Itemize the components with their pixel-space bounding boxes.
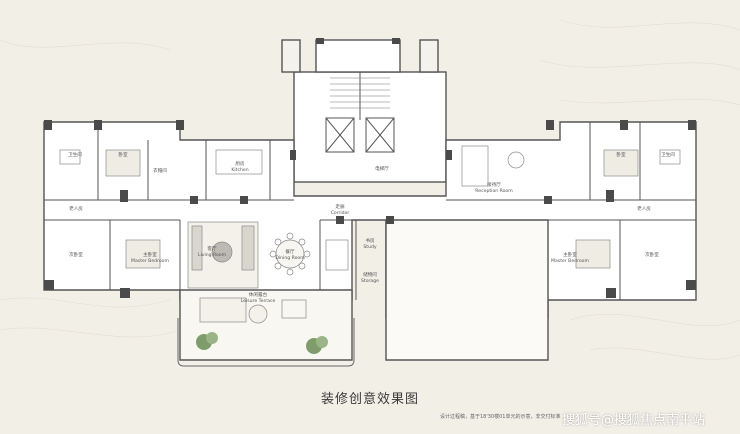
label-corridor: 走廊 <box>335 203 345 210</box>
label-living-en: Living Room <box>198 252 227 258</box>
label-corridor-en: Corridor <box>331 210 350 216</box>
label-living: 客厅 <box>207 245 217 252</box>
structural-columns <box>44 38 696 298</box>
label-lobby: 电梯厅 <box>375 165 389 172</box>
label-bathroom-left-top: 卫生间 <box>68 151 82 158</box>
label-bedroom-left-top: 卧室 <box>118 151 128 158</box>
label-reception-en: Reception Room <box>475 188 513 194</box>
partitions <box>44 72 696 300</box>
label-master-right-en: Master Bedroom <box>551 258 589 264</box>
label-bedroom-right-mid: 老人房 <box>637 205 651 212</box>
label-terrace: 休闲露台 <box>249 291 268 298</box>
label-reception: 接待厅 <box>487 181 501 188</box>
label-cloak-left: 衣帽间 <box>153 167 167 174</box>
label-storage-en: Storage <box>361 278 379 284</box>
label-bedroom-right-top: 卧室 <box>616 151 626 158</box>
label-bedroom-left-low: 次卧室 <box>69 251 83 258</box>
caption-title: 装修创意效果图 <box>320 392 419 407</box>
label-terrace-en: Leisure Terrace <box>241 298 276 304</box>
background-texture <box>0 19 740 360</box>
label-study: 书房 <box>365 237 375 244</box>
watermark-text: 搜狐号@搜狐焦点南平站 <box>562 413 706 428</box>
terrace-plants <box>196 332 328 354</box>
caption-note: 设计过程稿，基于18'30楼01单元的示意，非交付标准 <box>440 414 561 420</box>
label-dining: 餐厅 <box>285 248 295 255</box>
terrace-balustrade <box>177 318 355 367</box>
staircase <box>330 77 390 109</box>
label-kitchen-en: Kitchen <box>231 167 248 173</box>
label-study-en: Study <box>363 244 377 250</box>
label-master-left: 主卧室 <box>143 251 157 258</box>
label-storage: 储物间 <box>363 271 377 278</box>
label-dining-en: Dining Room <box>275 255 305 261</box>
furniture <box>59 145 681 324</box>
label-bedroom-left-mid: 老人房 <box>69 205 83 212</box>
label-master-left-en: Master Bedroom <box>131 258 169 264</box>
label-bathroom-right-top: 卫生间 <box>661 151 675 158</box>
label-kitchen: 厨房 <box>235 160 245 167</box>
label-master-right: 主卧室 <box>563 251 577 258</box>
label-bedroom-right-low: 次卧室 <box>645 251 659 258</box>
